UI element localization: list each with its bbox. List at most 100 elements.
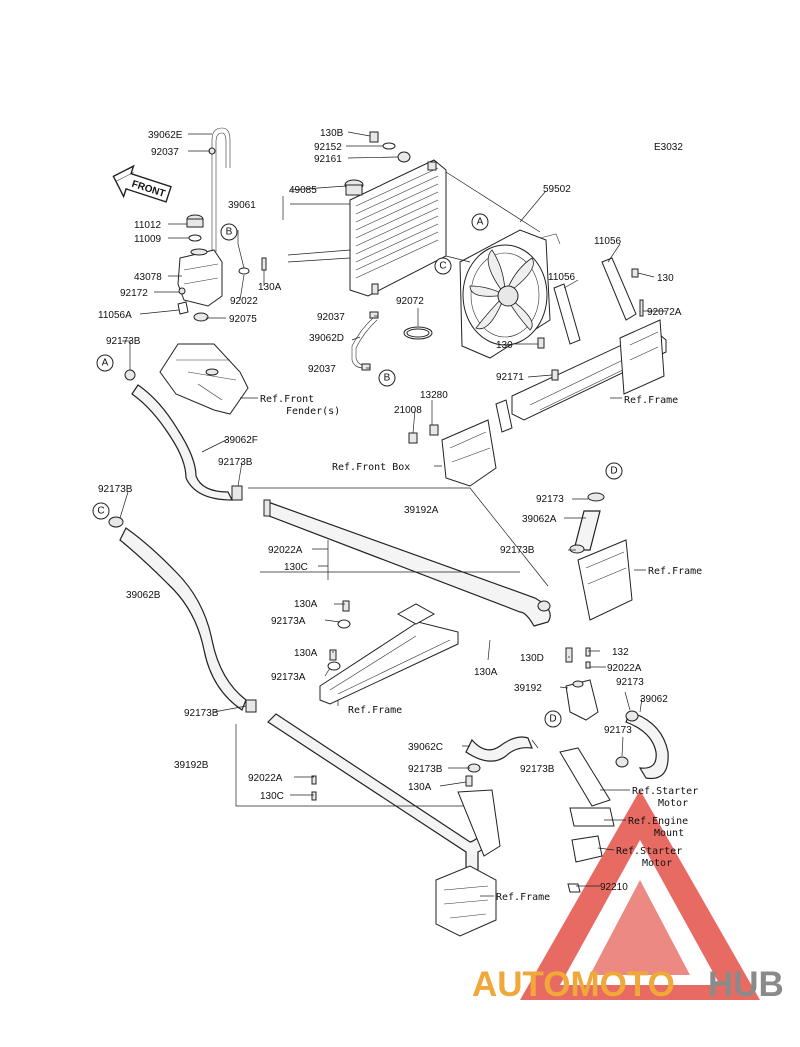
label-130a-c2: 130A [294, 648, 318, 659]
fan-assembly [445, 171, 561, 359]
ref-frame-bottom: Ref.Frame [496, 892, 550, 903]
svg-text:D: D [610, 466, 617, 477]
callout-c-top: C [434, 257, 452, 275]
label-92037: 92037 [151, 147, 179, 158]
label-11009: 11009 [134, 234, 162, 245]
callout-b-top: B [220, 223, 238, 241]
label-39192: 39192 [514, 683, 542, 694]
callout-d-mid: D [544, 710, 562, 728]
label-39062: 39062 [640, 694, 668, 705]
label-132: 132 [612, 647, 629, 658]
label-92037-mid: 92037 [317, 312, 345, 323]
label-39062a: 39062A [522, 514, 557, 525]
label-130-right: 130 [657, 273, 674, 284]
label-130d: 130D [520, 653, 544, 664]
hose-39062b [119, 527, 247, 711]
label-11056-b: 11056 [548, 272, 576, 283]
label-130a-low: 130A [408, 782, 432, 793]
svg-text:B: B [226, 227, 233, 238]
label-130c-mid: 130C [284, 562, 308, 573]
svg-text:D: D [549, 714, 556, 725]
label-130b: 130B [320, 128, 344, 139]
ref-front-fender-2: Fender(s) [286, 406, 340, 417]
label-130a-top: 130A [258, 282, 282, 293]
ref-starter-2a: Ref.Starter [616, 846, 682, 857]
callout-c-left: C [92, 502, 110, 520]
label-39062f: 39062F [224, 435, 258, 446]
label-39062c: 39062C [408, 742, 443, 753]
frame-bracket-right [495, 257, 667, 433]
label-92037-low: 92037 [308, 364, 336, 375]
label-13280: 13280 [420, 390, 448, 401]
label-92173b-mid: 92173B [218, 457, 253, 468]
label-92173b-d: 92173B [520, 764, 555, 775]
svg-text:A: A [477, 217, 484, 228]
hose-39062a [573, 510, 601, 551]
starter-engine-brackets [559, 747, 615, 893]
clamp-92173b [231, 485, 243, 501]
label-92173b-low: 92173B [184, 708, 219, 719]
label-11012: 11012 [134, 220, 162, 231]
label-39062d: 39062D [309, 333, 344, 344]
label-21008: 21008 [394, 405, 422, 416]
front-box-bracket [408, 419, 497, 487]
frame-bottom [435, 789, 501, 937]
label-92072a: 92072A [647, 307, 682, 318]
label-92173-right-b: 92173 [604, 725, 632, 736]
label-92171: 92171 [496, 372, 524, 383]
label-43078: 43078 [134, 272, 162, 283]
label-11056-a: 11056 [594, 236, 622, 247]
label-92210: 92210 [600, 882, 628, 893]
label-59502: 59502 [543, 184, 571, 195]
label-92022a-mid: 92022A [268, 545, 303, 556]
engine-outlet-assembly [565, 647, 669, 780]
label-39062e: 39062E [148, 130, 183, 141]
ref-starter-2b: Motor [642, 858, 672, 869]
ref-front-box: Ref.Front Box [332, 462, 410, 473]
label-92075: 92075 [229, 314, 257, 325]
label-92072: 92072 [396, 296, 424, 307]
label-39192b: 39192B [174, 760, 209, 771]
callout-a-top: A [471, 213, 489, 231]
ref-starter-1b: Motor [658, 798, 688, 809]
ref-frame-top: Ref.Frame [624, 395, 678, 406]
diagram-code: E3032 [654, 142, 683, 153]
label-92022a-right: 92022A [607, 663, 642, 674]
ref-frame-right: Ref.Frame [648, 566, 702, 577]
frame-bracket-mid [577, 539, 633, 621]
label-11056a: 11056A [98, 310, 132, 321]
label-130a-c1: 130A [294, 599, 318, 610]
label-130c-low: 130C [260, 791, 284, 802]
label-39061: 39061 [228, 200, 256, 211]
label-92172: 92172 [120, 288, 148, 299]
label-39062b: 39062B [126, 590, 161, 601]
label-92173b-right: 92173B [500, 545, 535, 556]
label-92173b-left: 92173B [98, 484, 133, 495]
ref-engine-1: Ref.Engine [628, 816, 688, 827]
label-92022a-low: 92022A [248, 773, 283, 784]
callout-a-left: A [96, 354, 114, 372]
hose-39062c [465, 736, 533, 762]
label-92152: 92152 [314, 142, 342, 153]
reference-labels: Ref.Front Fender(s) Ref.Frame Ref.Front … [240, 394, 702, 903]
label-92022: 92022 [230, 296, 258, 307]
label-92173a-c1: 92173A [271, 616, 306, 627]
watermark-triangle [520, 790, 760, 1000]
label-92173a-c2: 92173A [271, 672, 306, 683]
ref-frame-mid: Ref.Frame [348, 705, 402, 716]
svg-text:B: B [384, 373, 391, 384]
front-arrow: FRONT [112, 164, 172, 203]
ref-engine-2: Mount [654, 828, 684, 839]
svg-text:C: C [97, 506, 104, 517]
callout-d-top: D [605, 462, 623, 480]
leader-lines [119, 131, 666, 887]
ref-front-fender-1: Ref.Front [260, 394, 314, 405]
label-130a-mid: 130A [474, 667, 498, 678]
frame-bracket-center [319, 600, 459, 705]
label-92173b-c: 92173B [408, 764, 443, 775]
label-39192a: 39192A [404, 505, 439, 516]
watermark-text-main: AUTOMOTO [472, 965, 675, 1004]
watermark [520, 790, 760, 1000]
watermark-triangle-inner [590, 880, 690, 975]
